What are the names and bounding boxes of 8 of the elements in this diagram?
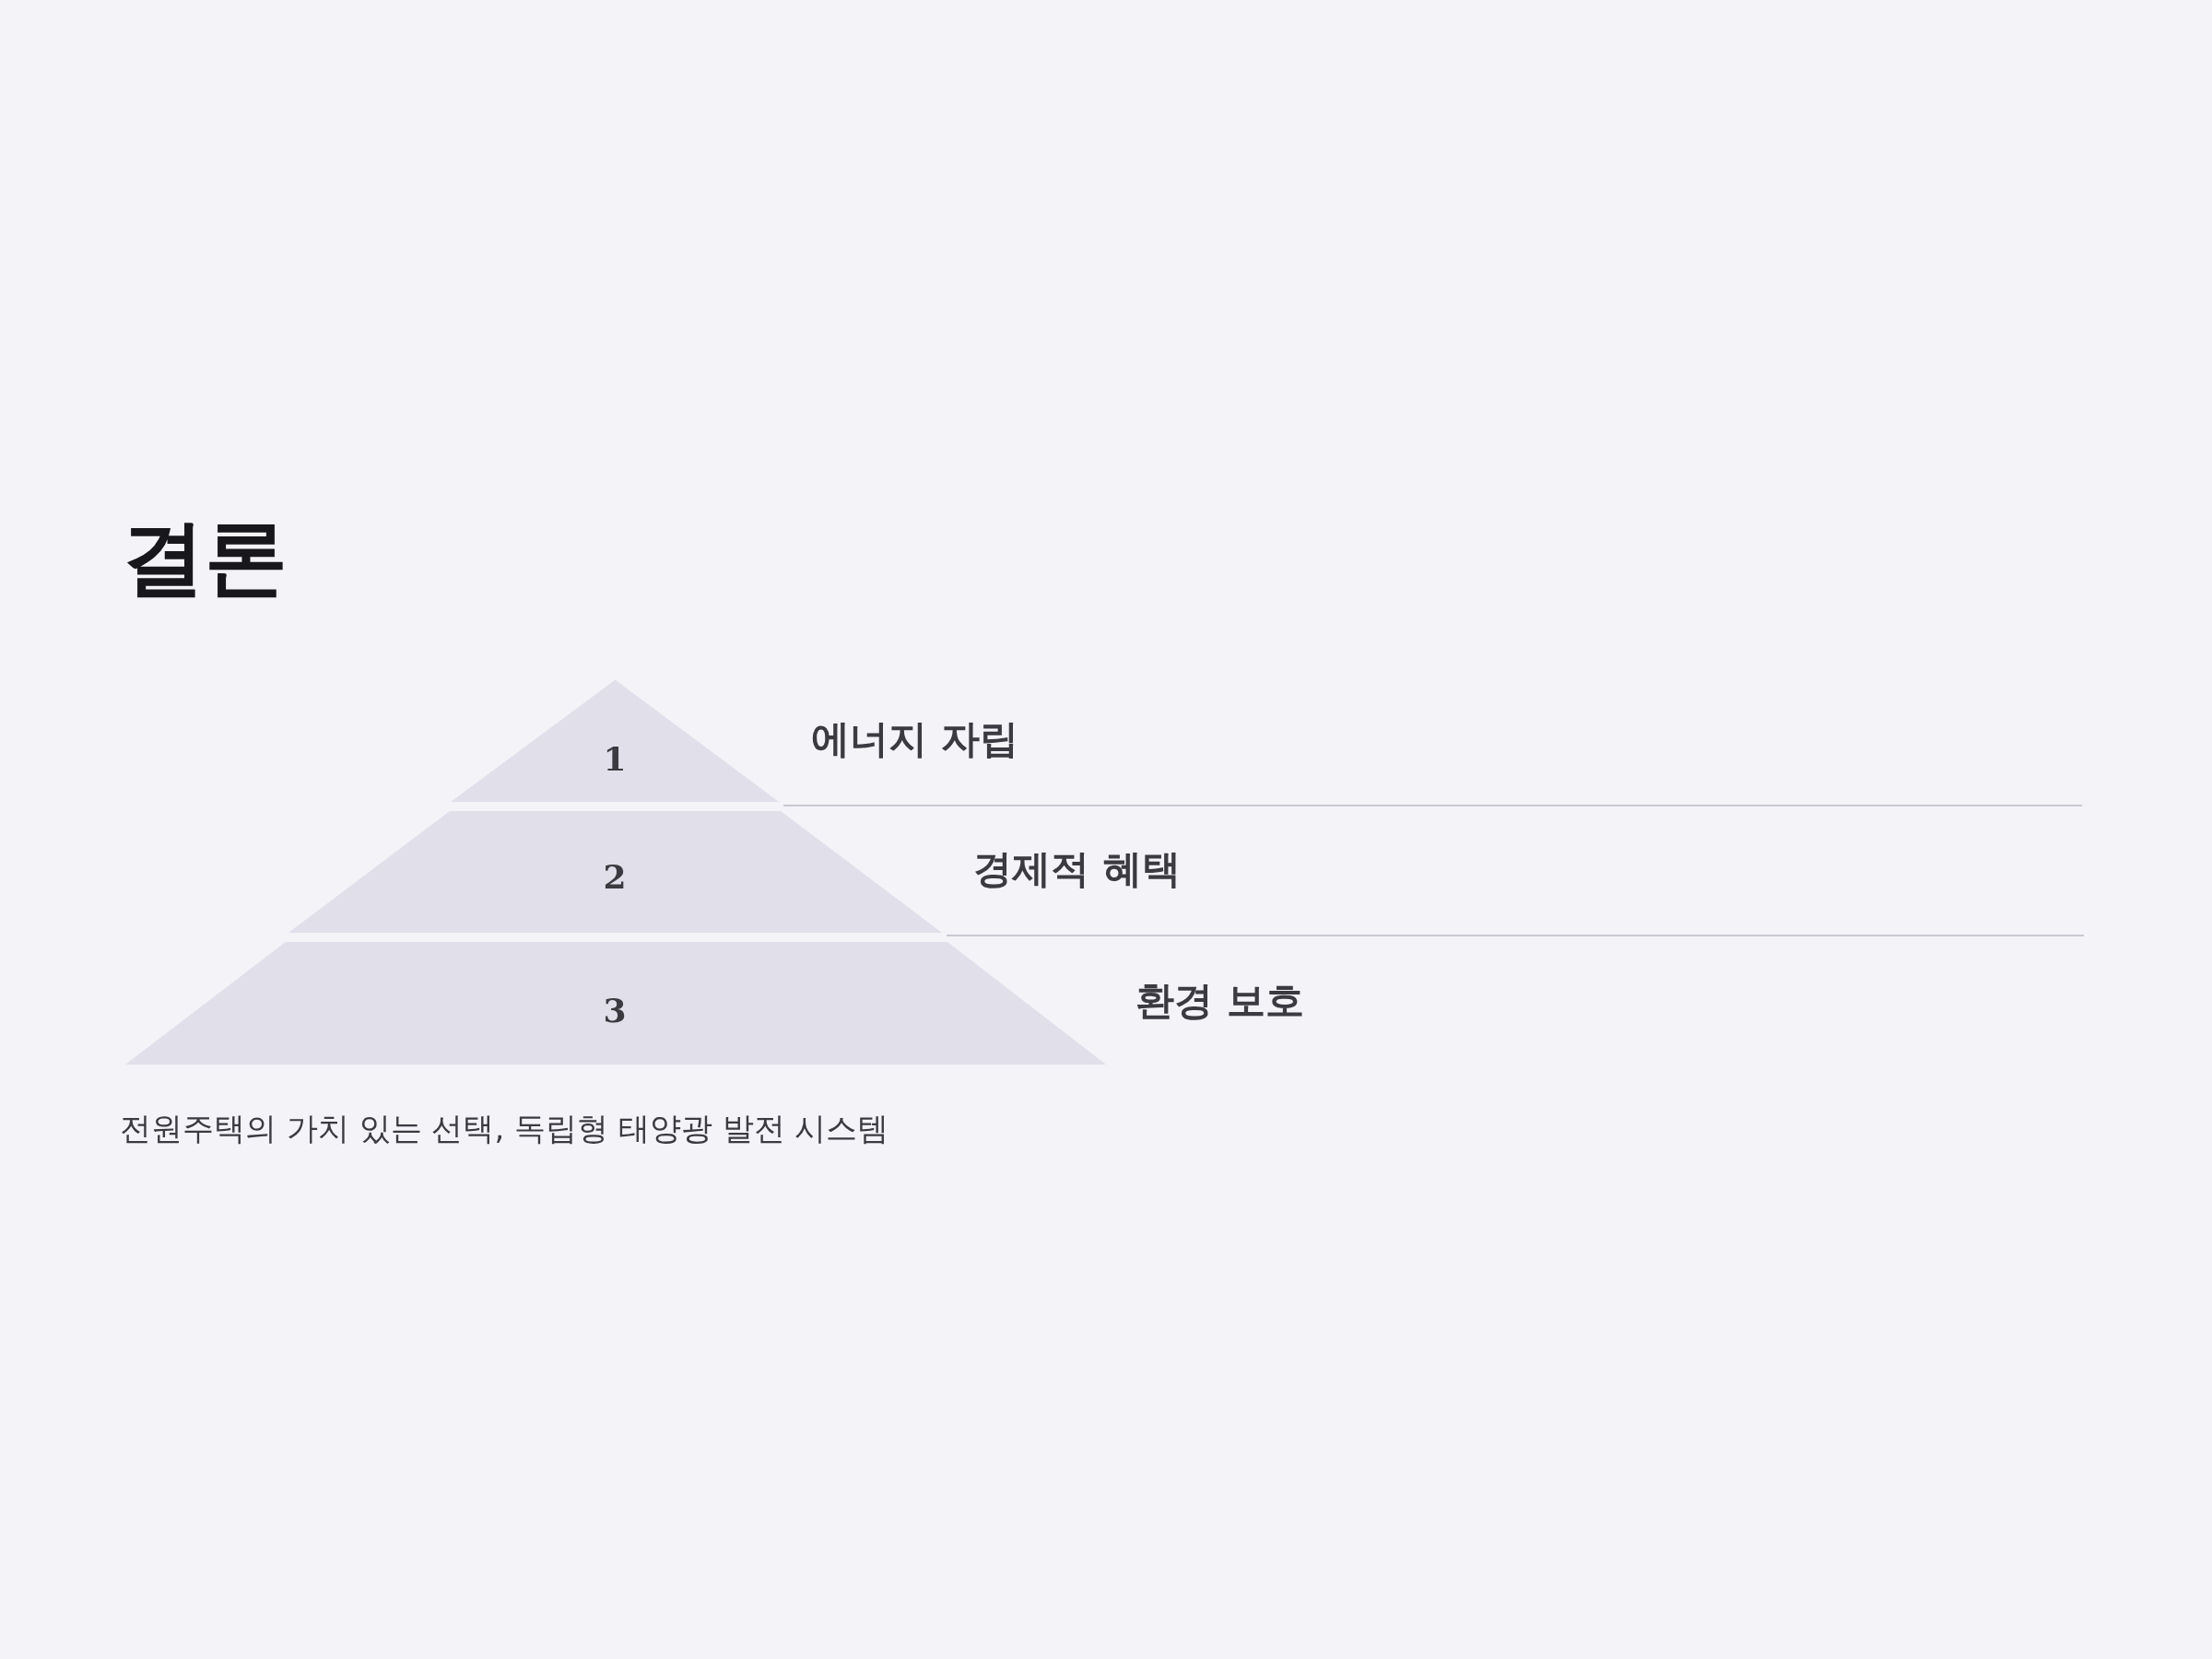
tier-label: 에너지 자립 — [811, 716, 1018, 763]
tier-number: 2 — [603, 857, 627, 898]
title: 결론 — [122, 510, 288, 606]
tier-number: 3 — [603, 991, 627, 1031]
tier-label: 환경 보호 — [1135, 978, 1304, 1025]
tier-number: 1 — [603, 739, 627, 780]
tier-label: 경제적 혜택 — [973, 846, 1181, 893]
caption: 전원주택의 가치 있는 선택, 독립형 태양광 발전 시스템 — [120, 1110, 889, 1147]
